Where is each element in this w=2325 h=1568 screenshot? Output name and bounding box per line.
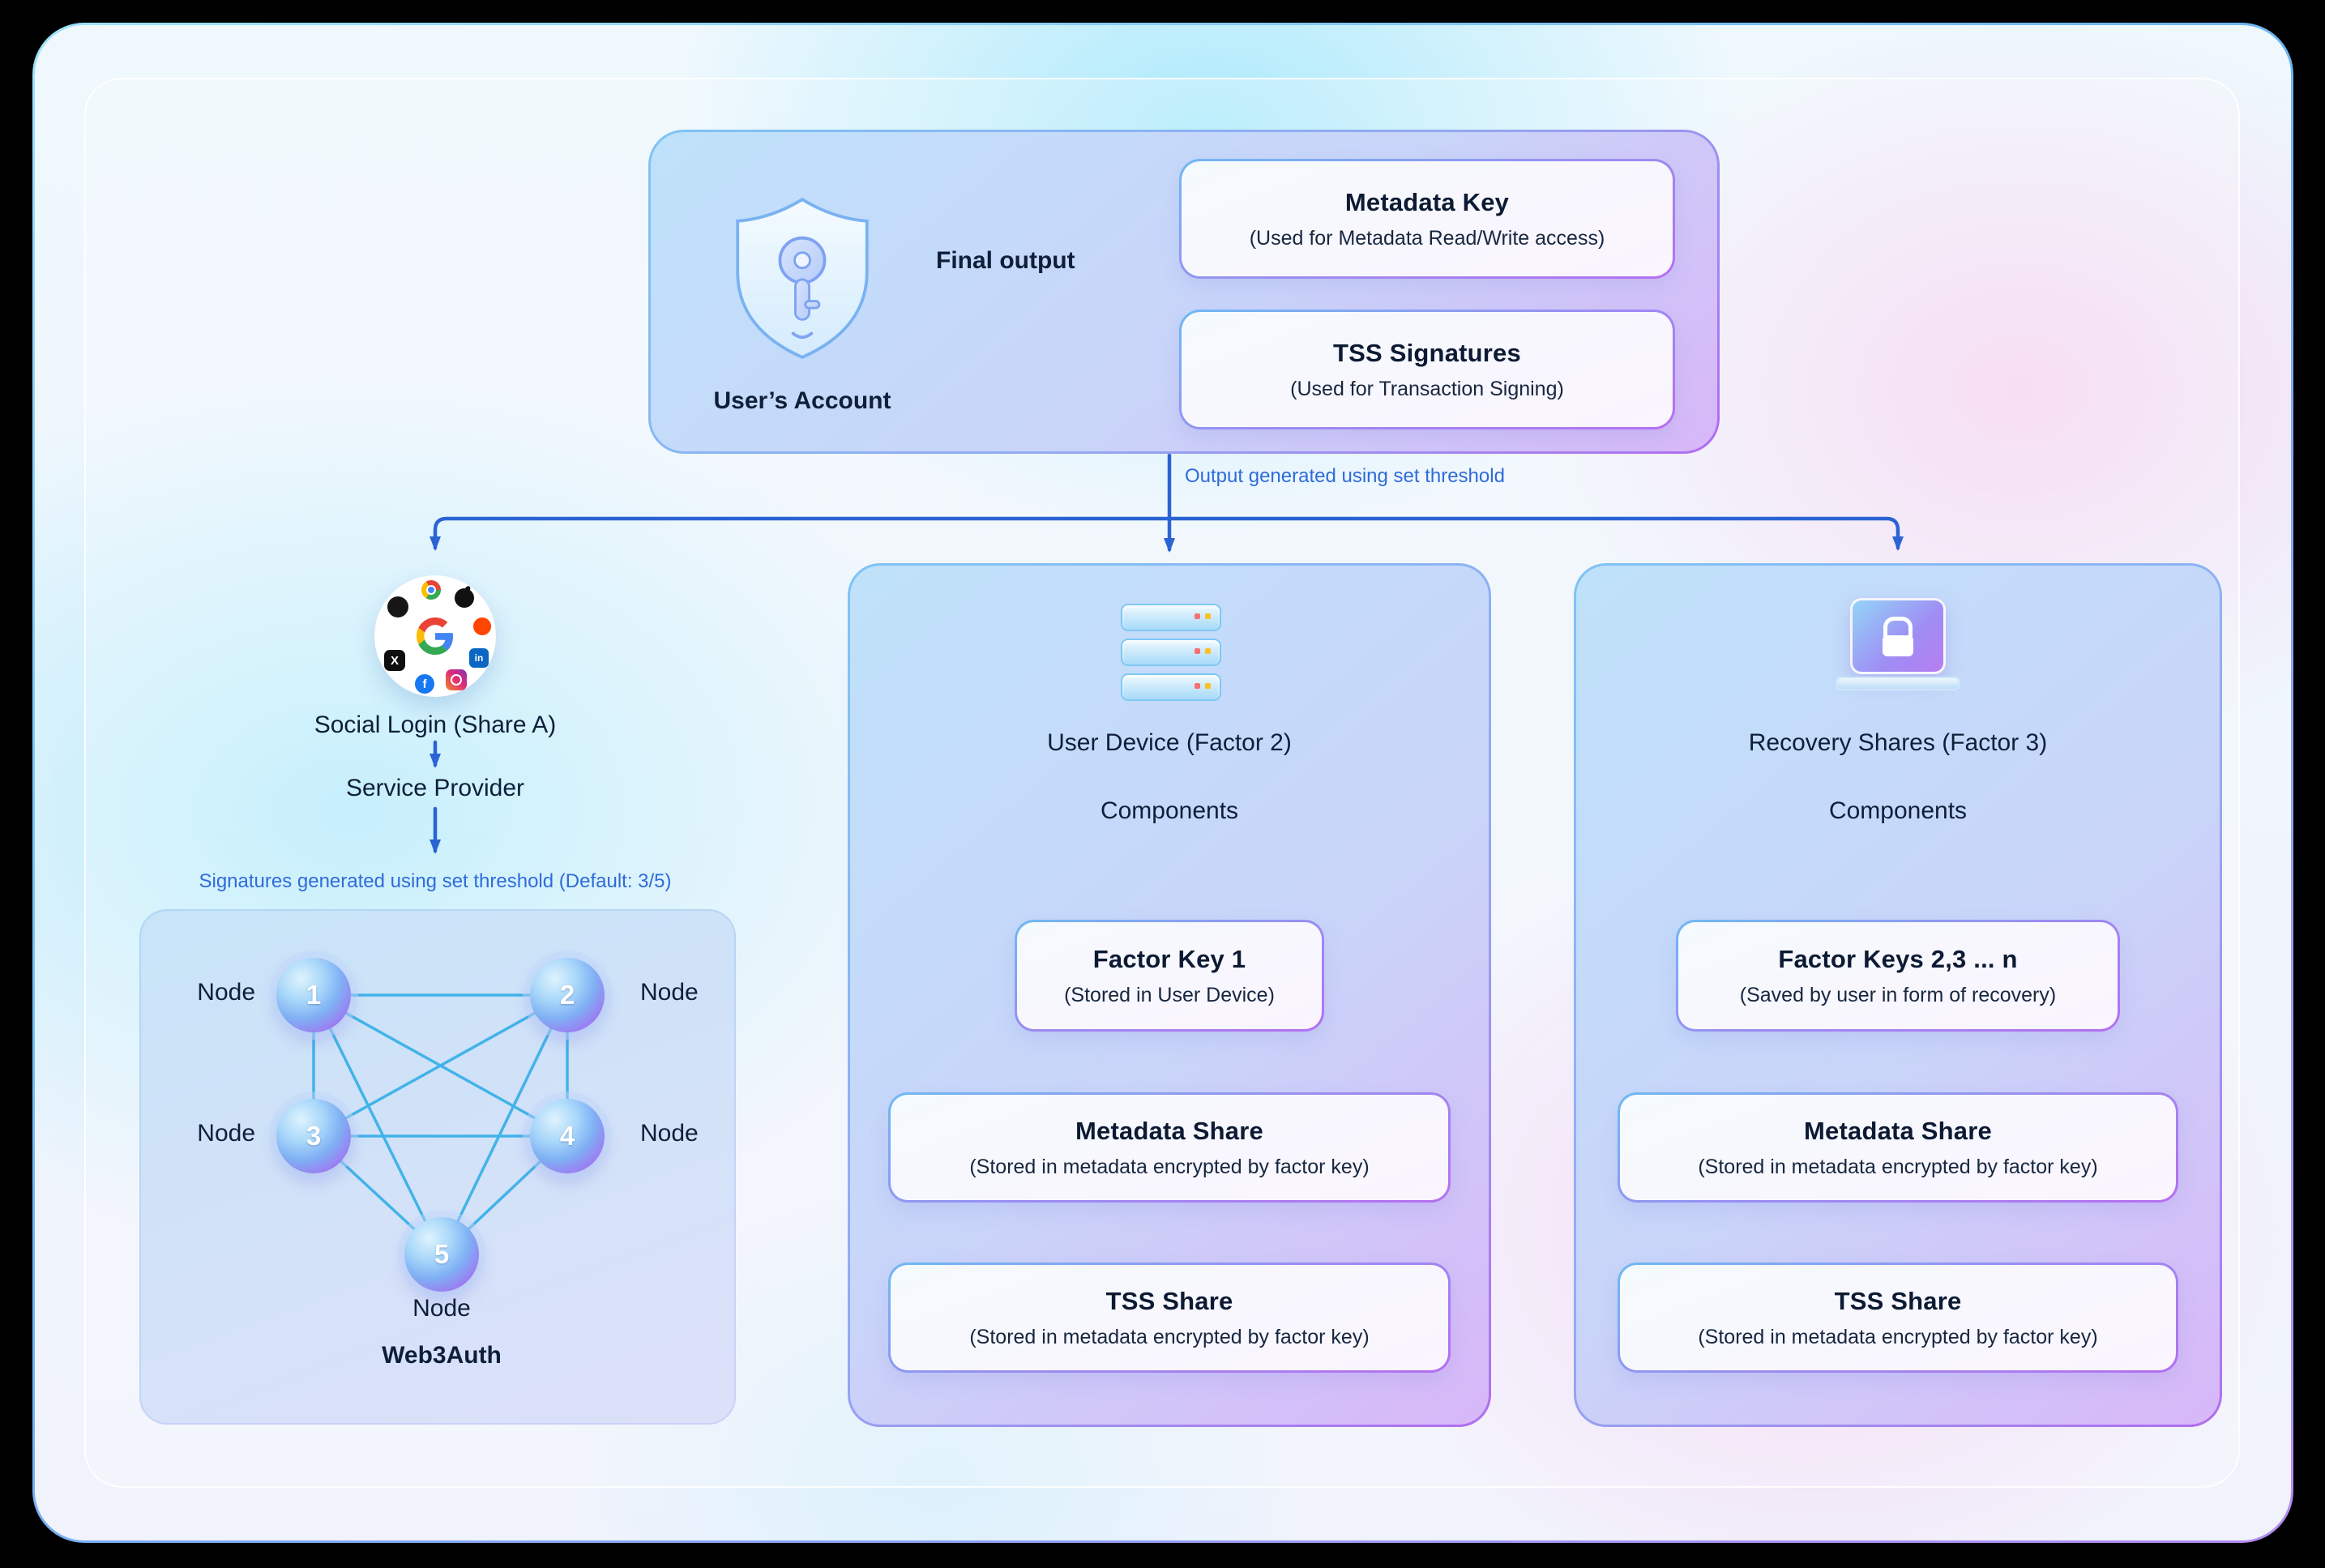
lock-icon [1850,598,1946,674]
linkedin-icon: in [469,648,489,668]
recovery-tss-share-title: TSS Share [1834,1286,1962,1315]
node-circle-3: 3 [276,1099,351,1173]
server-bar [1121,604,1221,631]
recovery-metadata-share-title: Metadata Share [1804,1116,1992,1145]
device-tss-share-title: TSS Share [1105,1286,1233,1315]
factor-keys-title: Factor Keys 2,3 ... n [1778,944,2018,973]
reddit-icon [473,617,491,635]
device-tss-share-subtitle: (Stored in metadata encrypted by factor … [969,1325,1370,1348]
laptop-lock-icon [1833,598,1963,695]
factor-key-1-card: Factor Key 1 (Stored in User Device) [1015,920,1324,1032]
recovery-metadata-share-card: Metadata Share (Stored in metadata encry… [1618,1092,2178,1203]
shield-key-icon [725,188,879,370]
factor-key-1-subtitle: (Stored in User Device) [1064,983,1275,1006]
output-threshold-note: Output generated using set threshold [1185,465,1505,487]
node-circle-5: 5 [404,1217,479,1292]
user-device-title: User Device (Factor 2) [1047,729,1292,756]
instagram-icon [446,669,467,690]
recovery-metadata-share-subtitle: (Stored in metadata encrypted by factor … [1698,1155,2098,1178]
factor-key-1-title: Factor Key 1 [1092,944,1246,973]
service-provider-label: Service Provider [345,775,525,801]
factor-keys-subtitle: (Saved by user in form of recovery) [1739,983,2057,1006]
node-label: Node [412,1295,471,1322]
server-bar [1121,639,1221,666]
apple-icon [455,588,474,608]
web3auth-label: Web3Auth [382,1342,502,1369]
node-network-edges [312,993,569,1256]
recovery-components-label: Components [1828,797,1968,824]
node-label: Node [197,1120,255,1147]
node-circle-2: 2 [530,958,605,1032]
tss-signatures-subtitle: (Used for Transaction Signing) [1290,377,1564,400]
node-label: Node [640,1120,699,1147]
chrome-icon [421,580,441,600]
server-bar [1121,673,1221,701]
social-threshold-note: Signatures generated using set threshold… [199,870,672,892]
node-label: Node [197,979,255,1006]
tss-signatures-card: TSS Signatures (Used for Transaction Sig… [1179,310,1675,429]
server-stack-icon [1121,604,1221,701]
metadata-key-title: Metadata Key [1344,187,1510,216]
node-circle-4: 4 [530,1099,605,1173]
factor-keys-card: Factor Keys 2,3 ... n (Saved by user in … [1676,920,2120,1032]
facebook-icon: f [415,674,434,694]
recovery-tss-share-card: TSS Share (Stored in metadata encrypted … [1618,1263,2178,1373]
recovery-shares-title: Recovery Shares (Factor 3) [1748,729,2048,756]
node-circle-1: 1 [276,958,351,1032]
user-device-components-label: Components [1100,797,1239,824]
recovery-tss-share-subtitle: (Stored in metadata encrypted by factor … [1698,1325,2098,1348]
user-account-label: User’s Account [713,387,891,414]
device-tss-share-card: TSS Share (Stored in metadata encrypted … [888,1263,1451,1373]
x-icon: X [384,650,405,671]
final-output-label: Final output [936,247,1075,274]
social-login-title: Social Login (Share A) [314,711,557,738]
social-login-badge: in f X [374,575,496,697]
metadata-key-subtitle: (Used for Metadata Read/Write access) [1249,226,1605,250]
device-metadata-share-title: Metadata Share [1075,1116,1263,1145]
tss-signatures-title: TSS Signatures [1333,338,1521,367]
metadata-key-card: Metadata Key (Used for Metadata Read/Wri… [1179,159,1675,279]
github-icon [387,596,408,617]
device-metadata-share-subtitle: (Stored in metadata encrypted by factor … [969,1155,1370,1178]
device-metadata-share-card: Metadata Share (Stored in metadata encry… [888,1092,1451,1203]
node-label: Node [640,979,699,1006]
google-icon [417,617,454,655]
